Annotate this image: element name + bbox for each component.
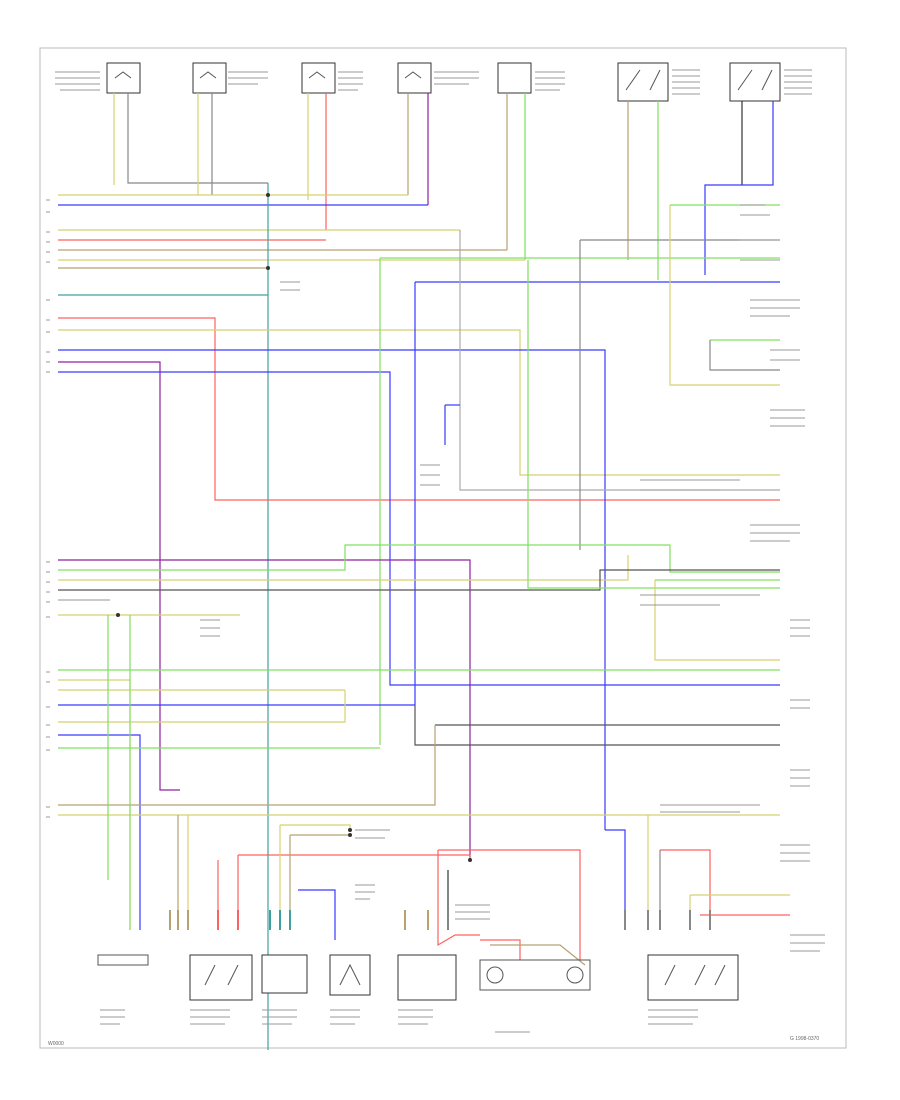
- brake-light-switch-box: [189, 954, 253, 1001]
- component-symbol-3: [308, 71, 326, 79]
- manual-switch-box: [329, 954, 371, 996]
- range-sensor-symbol: [664, 964, 726, 986]
- component-symbol-1: [114, 71, 132, 79]
- component-symbol-2: [199, 71, 217, 79]
- manual-switch-symbol: [339, 963, 361, 986]
- component-box-2: [192, 62, 227, 94]
- transfer-case-gear-1: [486, 966, 504, 984]
- bottom-wires: [217, 815, 790, 966]
- right-label-marks: [640, 204, 825, 952]
- top-components: [106, 62, 781, 102]
- footer-left-code: W0000: [48, 1041, 64, 1047]
- component-symbol-4: [404, 71, 422, 79]
- engine-control-unit-box: [97, 954, 149, 966]
- transmission-range-sensor-box: [647, 954, 739, 1001]
- pressure-switch-box-1: [617, 62, 669, 102]
- bottom-label-marks: [100, 281, 698, 1033]
- component-box-4: [397, 62, 432, 94]
- component-box-3: [301, 62, 336, 94]
- connector-stubs: [169, 910, 711, 930]
- left-pin-numbers: [46, 199, 50, 818]
- bottom-components: [97, 954, 739, 1001]
- electronic-control-unit-box: [261, 954, 308, 994]
- diagram-frame: [39, 47, 847, 1049]
- pressure-switch-box-2: [729, 62, 781, 102]
- component-box-5: [497, 62, 532, 94]
- switch-symbol-2: [737, 69, 773, 91]
- vehicle-speed-sensor-box: [397, 954, 457, 1001]
- transfer-case-gear-2: [566, 966, 584, 984]
- footer-right-code: G 1998-0370: [790, 1036, 819, 1042]
- top-vertical-wires: [113, 93, 774, 280]
- top-horizontal-wires: [58, 183, 780, 1050]
- middle-wires: [58, 260, 780, 860]
- switch-symbol-1: [625, 69, 661, 91]
- transfer-case-box: [479, 959, 591, 991]
- top-label-marks: [55, 69, 812, 95]
- lower-wires: [58, 615, 780, 930]
- component-box-1: [106, 62, 141, 94]
- brake-switch-symbol: [204, 964, 239, 986]
- junction-dots: [116, 193, 472, 862]
